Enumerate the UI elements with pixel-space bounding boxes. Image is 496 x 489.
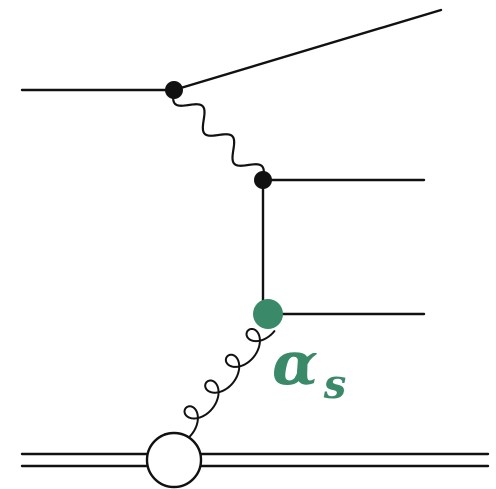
gluon-propagator <box>162 327 276 446</box>
strong-vertex <box>253 299 283 329</box>
outgoing-lepton-line <box>172 8 443 92</box>
coupling-label: α s <box>272 329 346 408</box>
lepton-photon-vertex <box>165 81 183 99</box>
coupling-symbol: α <box>272 329 318 399</box>
coupling-subscript: s <box>323 361 347 408</box>
proton-blob <box>145 431 203 489</box>
quark-photon-vertex <box>254 171 272 189</box>
photon-propagator <box>172 88 265 182</box>
